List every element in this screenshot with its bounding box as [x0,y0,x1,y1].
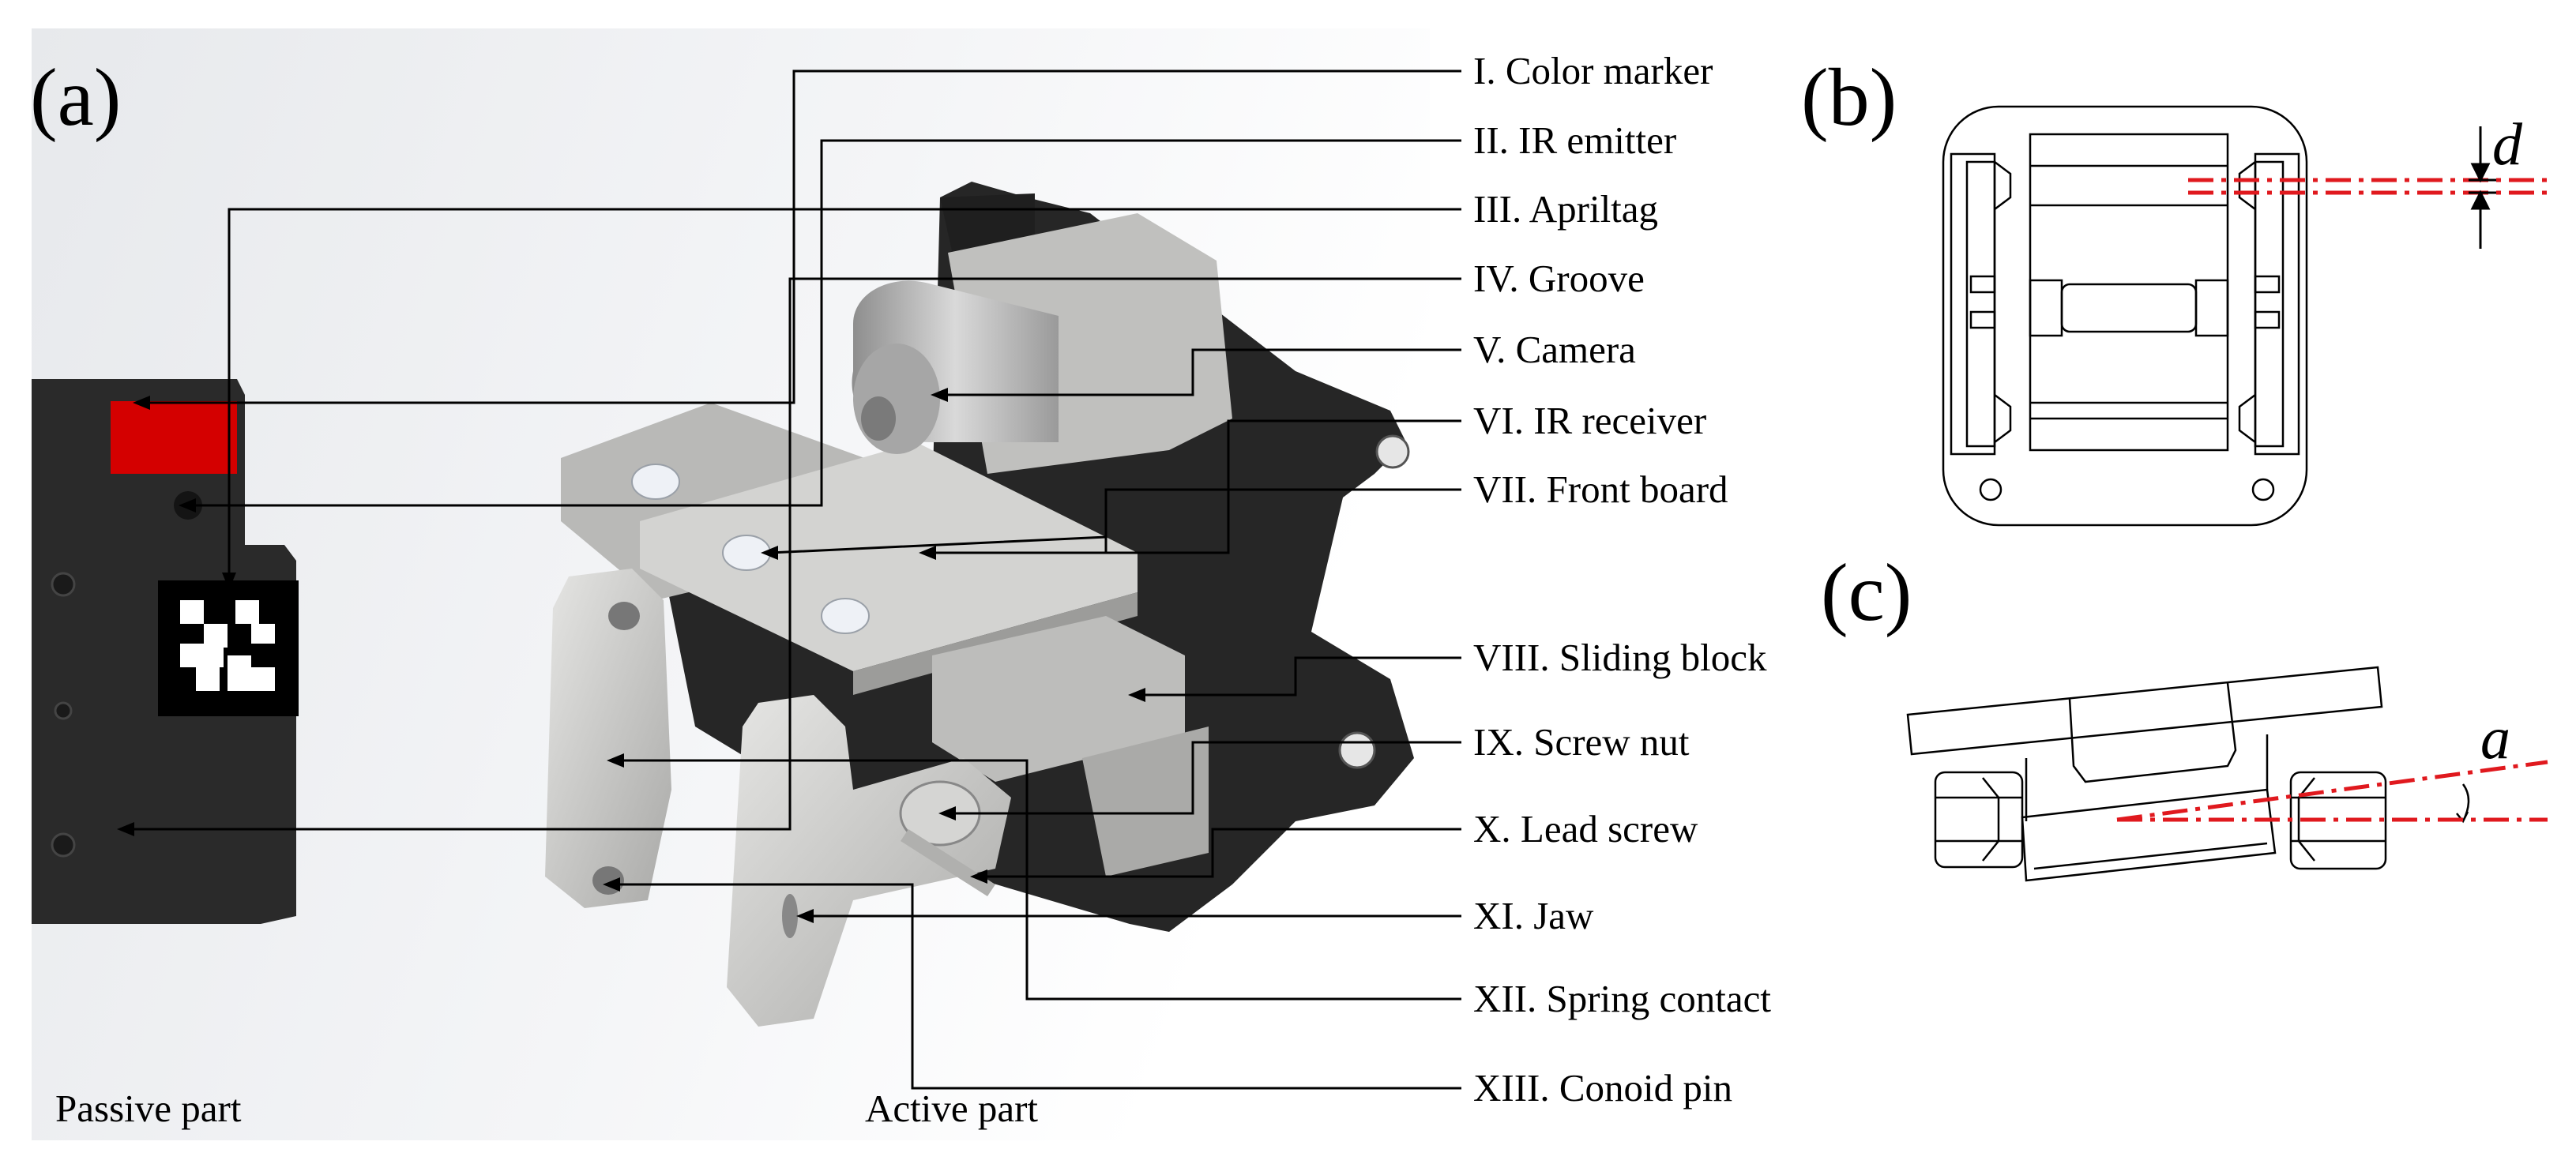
callout-label: IX. Screw nut [1473,720,1690,764]
dimension-d [2469,126,2496,249]
left-jaw [545,569,671,908]
lead-screw [901,829,995,896]
dimension-d-label: d [2492,111,2523,178]
leader-front-board [928,488,1461,554]
leader-spring-contact [616,759,1461,1001]
centerlines-b [2188,178,2548,195]
leader-lines [126,69,1461,1090]
callout-label: II. IR emitter [1473,118,1676,162]
callout-label: IV. Groove [1473,257,1645,300]
callout-label: VI. IR receiver [1473,399,1706,442]
leader-screw-nut [948,741,1461,815]
callout-label: III. Apriltag [1473,187,1658,231]
callout-label: XII. Spring contact [1473,977,1771,1020]
panel-c-letter: (c) [1821,547,1912,638]
leader-camera [940,348,1461,396]
callout-label: V. Camera [1473,328,1636,371]
panel-c: (c) a [1821,547,2548,882]
side-view-drawing [1906,666,2470,882]
sliding-block [932,616,1185,782]
right-jaw [727,695,1011,1027]
callout-labels: I. Color marker II. IR emitter III. Apri… [1473,49,1771,1110]
leader-ir-emitter [188,139,1461,507]
panel-b: (b) [1801,52,2548,527]
callout-label: I. Color marker [1473,49,1713,92]
leader-color-marker [142,69,1461,404]
active-part [545,182,1414,1027]
angle-a-label: a [2480,705,2510,772]
leader-sliding-block [1138,656,1461,697]
callout-label: XI. Jaw [1473,894,1594,937]
apriltag [158,580,299,716]
top-view-drawing [1942,105,2308,527]
callout-label: VII. Front board [1473,467,1728,511]
callout-label: VIII. Sliding block [1473,636,1767,679]
panel-a-letter: (a) [30,52,121,143]
apriltag-pattern [180,600,275,691]
panel-a: (a) Passive part Active part I. Color ma… [30,28,1771,1140]
callout-label: XIII. Conoid pin [1473,1066,1732,1110]
leader-conoid-pin [612,883,1461,1090]
panel-b-letter: (b) [1801,52,1897,143]
active-part-caption: Active part [865,1087,1038,1130]
leader-lead-screw [980,828,1461,878]
color-marker [111,401,237,474]
centerlines-c [2116,760,2548,822]
passive-part-caption: Passive part [55,1087,242,1130]
leader-groove [126,277,1461,831]
callout-label: X. Lead screw [1473,807,1698,850]
leader-arrowheads [117,388,1145,923]
leader-apriltag [228,208,1461,580]
